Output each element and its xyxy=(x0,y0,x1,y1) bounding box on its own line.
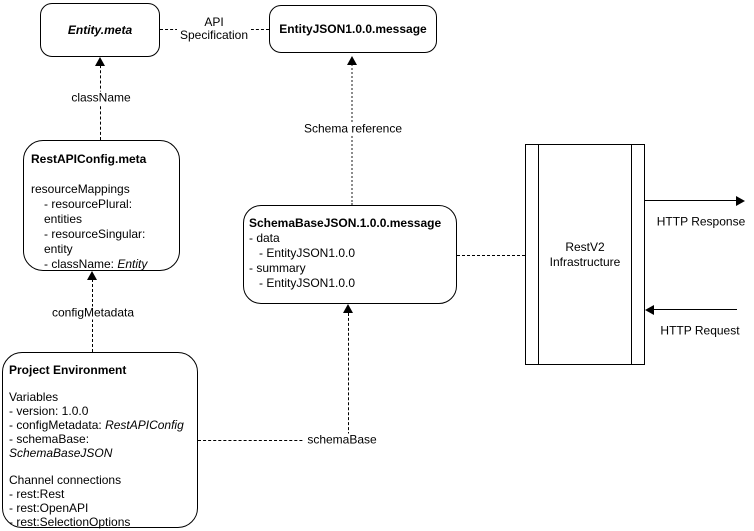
process-bar-right xyxy=(631,145,632,364)
node-project-environment: Project Environment Variables - version:… xyxy=(2,352,198,529)
edge-config-metadata-label: configMetadata xyxy=(48,306,138,320)
variables-heading: Variables xyxy=(9,390,59,404)
edge-schema-reference-arrowhead xyxy=(347,56,357,65)
node-restv2-infrastructure: RestV2 Infrastructure xyxy=(525,144,645,365)
edge-schema-base-vertical xyxy=(348,308,349,440)
restv2-title-line1: RestV2 xyxy=(565,239,605,254)
node-entity-json-message-title: EntityJSON1.0.0.message xyxy=(279,22,427,36)
node-rest-api-config: RestAPIConfig.meta resourceMappings - re… xyxy=(23,140,180,271)
class-name-line-prefix: - className: xyxy=(44,257,118,271)
summary-line: - summary xyxy=(249,261,306,275)
edge-api-specification-label-line2: Specification xyxy=(179,28,249,42)
edge-class-name-arrowhead xyxy=(95,57,105,66)
edge-http-request-arrowhead xyxy=(645,305,654,315)
class-name-line-value: Entity xyxy=(117,257,148,271)
config-metadata-line: - configMetadata: RestAPIConfig xyxy=(9,418,193,432)
edge-schema-reference-label: Schema reference xyxy=(300,122,406,136)
rest-selection-options-line: - rest:SelectionOptions xyxy=(9,515,131,529)
config-metadata-line-value: RestAPIConfig xyxy=(105,418,184,432)
process-bar-left xyxy=(538,145,539,364)
edge-schema-base-to-restv2 xyxy=(457,255,525,256)
version-line: - version: 1.0.0 xyxy=(9,404,89,418)
edge-schema-base-horizontal xyxy=(198,440,348,441)
node-rest-api-config-title: RestAPIConfig.meta xyxy=(31,152,147,166)
node-schema-base-json: SchemaBaseJSON.1.0.0.message - data - En… xyxy=(243,205,457,304)
rest-openapi-line: - rest:OpenAPI xyxy=(9,501,89,515)
resource-mappings-line: resourceMappings xyxy=(31,182,130,196)
edge-class-name-label: className xyxy=(68,91,134,105)
edge-schema-base-label: schemaBase xyxy=(304,433,380,447)
rest-rest-line: - rest:Rest xyxy=(9,487,65,501)
edge-config-metadata-arrowhead xyxy=(87,271,97,280)
edge-schema-base-arrowhead xyxy=(343,304,353,313)
summary-entity-json-line: - EntityJSON1.0.0 xyxy=(259,276,356,290)
schema-base-line: - schemaBase: SchemaBaseJSON xyxy=(9,432,193,460)
class-name-line: - className: Entity xyxy=(31,257,173,272)
node-entity-json-message: EntityJSON1.0.0.message xyxy=(269,5,437,53)
node-schema-base-json-title: SchemaBaseJSON.1.0.0.message xyxy=(249,216,442,230)
resource-plural-line: - resourcePlural: entities xyxy=(44,197,133,226)
data-entity-json-line: - EntityJSON1.0.0 xyxy=(259,246,356,260)
node-restv2-infrastructure-title: RestV2 Infrastructure xyxy=(550,240,621,270)
edge-http-response xyxy=(645,200,737,201)
channel-connections-heading: Channel connections xyxy=(9,473,122,487)
node-entity-meta: Entity.meta xyxy=(40,3,160,57)
config-metadata-line-prefix: - configMetadata: xyxy=(9,418,106,432)
resource-singular-line: - resourceSingular: entity xyxy=(44,227,146,256)
edge-api-specification-label-line1: API xyxy=(204,15,224,29)
restv2-title-line2: Infrastructure xyxy=(549,254,621,269)
edge-http-response-arrowhead xyxy=(736,196,745,206)
edge-http-request-label: HTTP Request xyxy=(657,324,743,338)
schema-base-line-value: SchemaBaseJSON xyxy=(9,446,113,460)
edge-http-request xyxy=(651,309,737,310)
edge-http-response-label: HTTP Response xyxy=(653,215,749,229)
node-entity-meta-title: Entity.meta xyxy=(67,23,133,37)
schema-base-line-prefix: - schemaBase: xyxy=(9,432,90,446)
data-line: - data xyxy=(249,231,280,245)
edge-api-specification-label: API Specification xyxy=(176,15,252,42)
node-project-environment-title: Project Environment xyxy=(9,363,127,377)
